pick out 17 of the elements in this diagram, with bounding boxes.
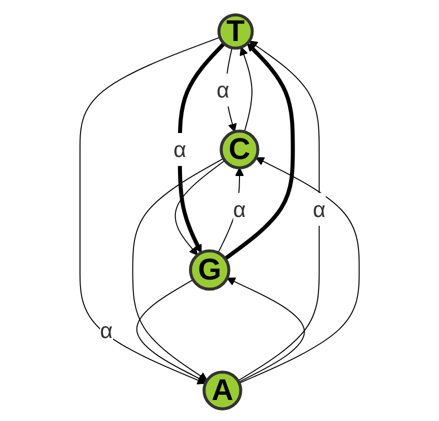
edge-label: α <box>173 136 186 162</box>
arrow <box>238 156 360 384</box>
node-circle: A <box>202 370 242 410</box>
node-circle: G <box>188 248 230 290</box>
arrow <box>226 277 305 382</box>
arrow <box>132 157 224 380</box>
edge-label: α <box>312 196 326 222</box>
node-circle: C <box>220 129 260 169</box>
edge-label: α <box>100 318 113 343</box>
arrow <box>79 36 220 384</box>
arrow <box>237 40 320 381</box>
arrow <box>240 46 252 132</box>
arrow <box>136 278 206 382</box>
node-circle: T <box>217 12 254 50</box>
edge-label: α <box>233 196 246 222</box>
edge-label: α <box>216 77 230 102</box>
arrow <box>174 160 226 256</box>
